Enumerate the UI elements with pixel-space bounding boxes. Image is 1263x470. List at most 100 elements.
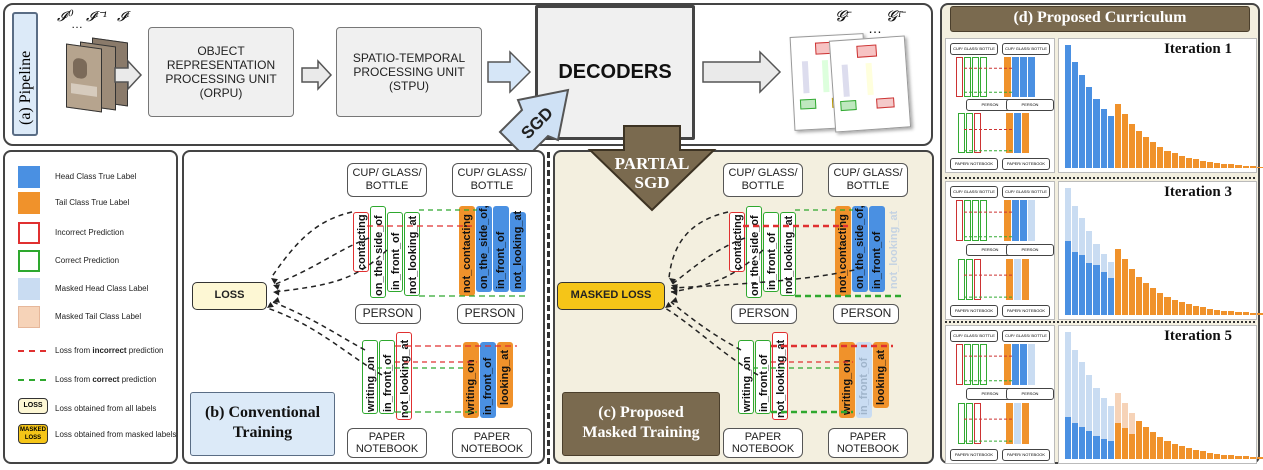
- conventional-title-2: Training: [232, 424, 293, 441]
- arrowhead-2: [273, 284, 280, 291]
- mini-chip: [956, 344, 963, 385]
- arrowhead-4: [273, 296, 280, 303]
- orpu-box: OBJECT REPRESENTATION PROCESSING UNIT (O…: [148, 27, 294, 117]
- mini-chip: [980, 200, 987, 241]
- mini-node: PAPER/ NOTEBOOK: [950, 158, 998, 170]
- true-bottom-writing: writing_on: [839, 342, 855, 418]
- tail-bar: [1192, 159, 1199, 168]
- head-bar: [1107, 277, 1114, 315]
- legend-swatch-loss-correct: [18, 379, 46, 381]
- pred-bottom-front: in_front_of: [379, 340, 395, 414]
- pred-top-notlooking: not_looking_at: [404, 212, 420, 296]
- paper-node-pred-line1: PAPER: [368, 431, 406, 443]
- head-bar: [1079, 427, 1086, 459]
- tail-bar-masked: [1121, 403, 1128, 429]
- head-bar-masked: [1079, 362, 1086, 428]
- arrow-3: [272, 249, 388, 293]
- iteration-histogram: Iteration 1: [1058, 38, 1263, 173]
- mini-chip: [966, 259, 973, 300]
- legend-label-masked-head: Masked Head Class Label: [55, 284, 149, 293]
- mini-node: PAPER/ NOTEBOOK: [1002, 305, 1050, 317]
- graph-label-first: 𝓖ᵗ̄: [835, 9, 849, 25]
- head-bar: [1093, 265, 1100, 315]
- person-node-pred: PERSON: [355, 304, 421, 324]
- head-bar: [1086, 431, 1093, 459]
- arrow-6: [670, 267, 864, 289]
- head-bar-masked: [1100, 254, 1107, 273]
- head-bar: [1065, 241, 1072, 315]
- mini-chip: [966, 403, 973, 444]
- cup-node-true: CUP/ GLASS/BOTTLE: [828, 163, 908, 197]
- tail-bar: [1199, 307, 1207, 315]
- conventional-title-box: [190, 392, 335, 456]
- head-bar-masked: [1072, 205, 1079, 252]
- legend-label-tail: Tail Class True Label: [55, 198, 130, 207]
- legend-label-loss-masked: Loss obtained from masked labels: [55, 430, 177, 439]
- pred-top-notlooking: not_looking_at: [780, 212, 796, 296]
- mini-node: PERSON: [1006, 388, 1054, 400]
- tail-bar: [1171, 299, 1178, 315]
- pipeline-arrows: [114, 50, 782, 94]
- arrow-2: [670, 237, 746, 286]
- paper-node-true-line2: NOTEBOOK: [460, 443, 524, 455]
- mini-node: PAPER/ NOTEBOOK: [1002, 158, 1050, 170]
- mini-chip: [964, 57, 971, 97]
- legend-swatch-tail: [18, 192, 40, 214]
- cup-node-true-line1: CUP/ GLASS/: [833, 167, 903, 179]
- decoders-box: DECODERS: [535, 5, 695, 140]
- tail-bar: [1164, 297, 1171, 315]
- head-bar: [1093, 99, 1100, 168]
- tail-bar: [1157, 147, 1164, 168]
- paper-node-pred-line2: NOTEBOOK: [731, 443, 795, 455]
- frame-label-0: 𝓘⁰: [57, 10, 72, 25]
- cup-node-pred-line2: BOTTLE: [365, 180, 409, 192]
- tail-bar: [1221, 163, 1228, 168]
- mini-node: CUP/ GLASS/ BOTTLE: [1002, 43, 1050, 55]
- head-bar-masked: [1107, 405, 1114, 442]
- head-bar: [1079, 255, 1086, 315]
- tail-bar: [1121, 113, 1128, 168]
- pred-bottom-writing: writing_on: [738, 340, 754, 414]
- head-bar-masked: [1093, 243, 1100, 266]
- tail-bar: [1256, 457, 1263, 459]
- mini-node: PAPER/ NOTEBOOK: [950, 449, 998, 461]
- tail-bar: [1185, 304, 1192, 315]
- tail-bar: [1128, 123, 1136, 168]
- head-bar: [1100, 438, 1107, 459]
- person-node-true: PERSON: [457, 304, 523, 324]
- pred-top-front: in_front_of: [387, 212, 403, 292]
- mini-node: PERSON: [966, 244, 1014, 256]
- mini-chip: [974, 113, 981, 153]
- tail-bar: [1164, 441, 1171, 459]
- tail-bar: [1228, 164, 1235, 168]
- tail-bar: [1249, 456, 1256, 459]
- mini-chip: [1004, 200, 1011, 241]
- tail-bar: [1199, 451, 1207, 459]
- head-bar: [1093, 435, 1100, 459]
- arrowhead-4: [671, 296, 678, 303]
- arrow-1: [270, 211, 353, 279]
- head-bar: [1107, 116, 1114, 168]
- iteration-histogram: Iteration 3: [1058, 181, 1263, 320]
- true-top-side: on_the_side_of,: [476, 205, 492, 292]
- mini-chip: [1006, 113, 1013, 153]
- tail-bar: [1235, 311, 1242, 315]
- mini-chip: [980, 344, 987, 385]
- frame-label-t-1: 𝓘ᵗ⁻¹: [86, 10, 107, 25]
- head-bar-masked: [1079, 218, 1086, 256]
- pred-bottom-notlooking: not_looking_at: [772, 332, 788, 420]
- tail-bar: [1114, 104, 1121, 168]
- head-bar-masked: [1072, 349, 1079, 423]
- tail-bar: [1128, 433, 1136, 459]
- tail-bar: [1228, 311, 1235, 315]
- tail-bar: [1221, 454, 1228, 459]
- mini-chip: [1012, 57, 1019, 97]
- arrow-5: [664, 307, 759, 376]
- mini-node: PAPER/ NOTEBOOK: [1002, 449, 1050, 461]
- tail-bar: [1171, 443, 1178, 459]
